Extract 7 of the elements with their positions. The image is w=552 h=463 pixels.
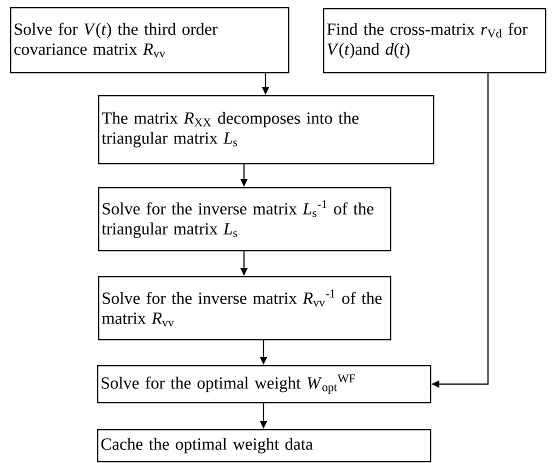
process-box: Solve for V(t) the third order covariance matrix R$_{vv}$	[10, 7, 290, 74]
process-box: Solve for the optimal weight W$_{opt}$WF	[97, 364, 432, 404]
process-box: Cache the optimal weight data	[97, 428, 432, 462]
process-box: The matrix R$_{XX}$ decomposes into the triangular matrix L$_{s}$	[98, 95, 434, 164]
process-box: Solve for the inverse matrix L$_{s}$$^{-1}$ of the triangular matrix L$_{s}$	[98, 187, 392, 252]
process-box: Solve for the inverse matrix R$_{vv}$$^{-1}$ of the matrix R$_{vv}$	[98, 276, 392, 340]
process-box: Find the cross-matrix r$_{Vd}$ for V(t)and d(t)	[323, 8, 546, 74]
